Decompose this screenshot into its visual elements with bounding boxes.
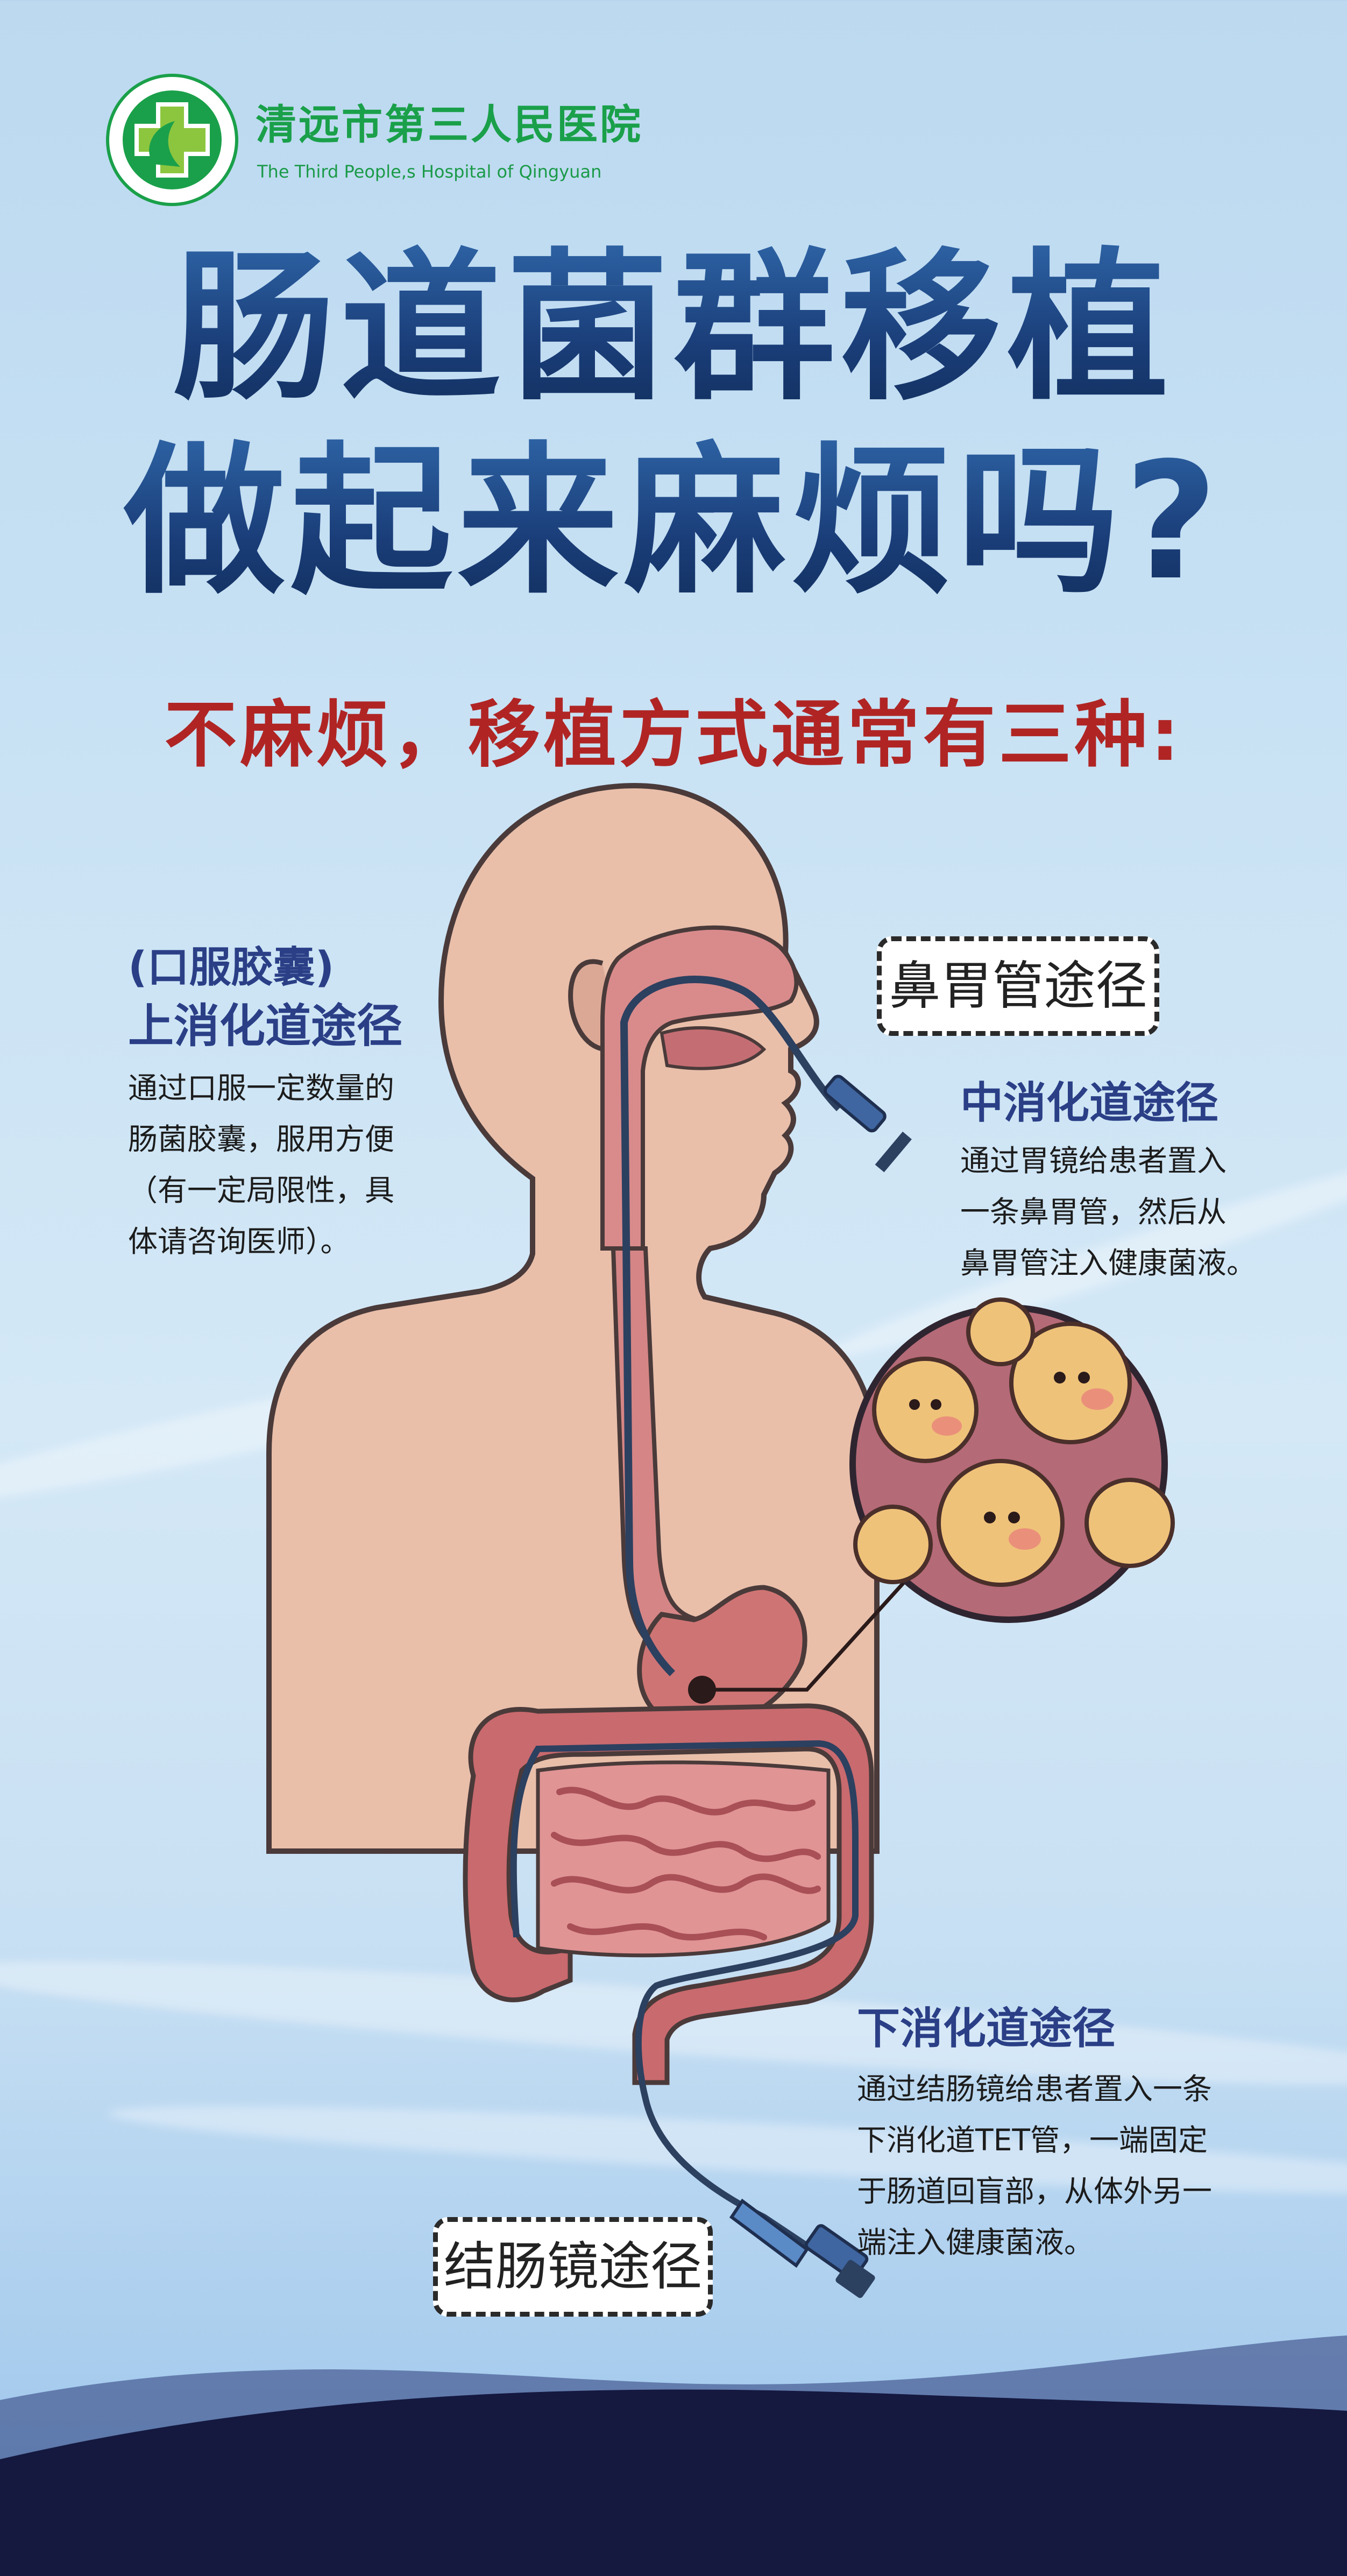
upper-route-line: 通过口服一定数量的 [128,1071,395,1105]
middle-route-line: 通过胃镜给患者置入 [960,1144,1227,1178]
lower-route-description: 通过结肠镜给患者置入一条 下消化道TET管，一端固定 于肠道回盲部，从体外另一 … [857,2064,1212,2268]
nasogastric-route-tag: 鼻胃管途径 [877,936,1159,1036]
middle-route-heading: 中消化道途径 [960,1078,1218,1128]
lower-route-line: 下消化道TET管，一端固定 [857,2123,1208,2157]
subtitle: 不麻烦，移植方式通常有三种: [164,693,1183,777]
upper-route-description: 通过口服一定数量的 肠菌胶囊，服用方便 （有一定局限性，具 体请咨询医师）。 [128,1063,394,1267]
colonoscope-route-tag: 结肠镜途径 [433,2217,713,2317]
lower-route-heading: 下消化道途径 [857,2003,1115,2053]
upper-route-subheading: (口服胶囊) [128,943,335,992]
hospital-name-en: The Third People,s Hospital of Qingyuan [257,161,602,182]
upper-route-heading: 上消化道途径 [128,1000,403,1053]
middle-route-description: 通过胃镜给患者置入 一条鼻胃管，然后从 鼻胃管注入健康菌液。 [960,1135,1256,1289]
lower-route-line: 端注入健康菌液。 [857,2225,1094,2260]
main-title-line-1: 肠道菌群移植 [0,237,1347,420]
lower-route-line: 于肠道回盲部，从体外另一 [857,2174,1213,2208]
lower-route-line: 通过结肠镜给患者置入一条 [857,2072,1213,2106]
bacteria-magnifier [849,1297,1175,1623]
middle-route-line: 一条鼻胃管，然后从 [960,1195,1227,1229]
middle-route-line: 鼻胃管注入健康菌液。 [960,1246,1257,1280]
hospital-logo [106,74,238,206]
hospital-name-cn: 清远市第三人民医院 [256,101,643,149]
upper-route-line: 体请咨询医师）。 [128,1224,350,1259]
upper-route-line: （有一定局限性，具 [128,1173,395,1208]
upper-route-line: 肠菌胶囊，服用方便 [128,1122,395,1156]
footer-wave [0,2335,1347,2576]
main-title-line-2: 做起来麻烦吗? [0,430,1347,613]
